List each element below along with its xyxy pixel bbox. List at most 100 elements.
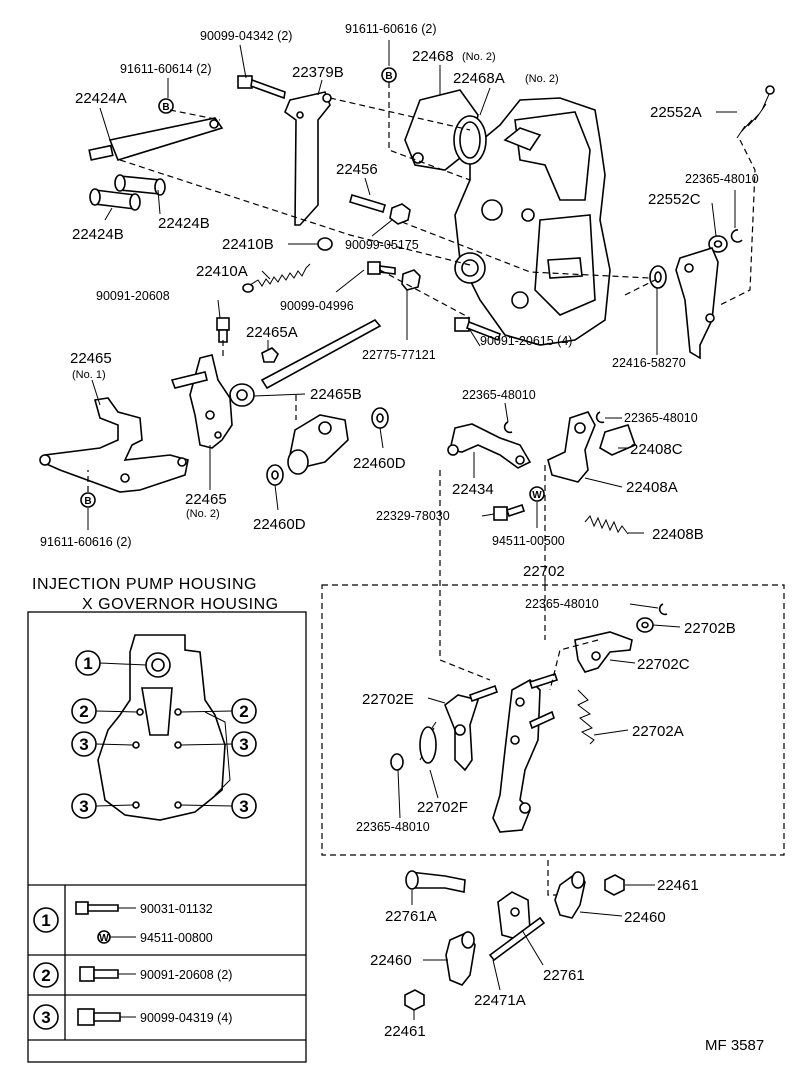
label-22465-no2: 22465 (185, 491, 227, 508)
inset-table-row-2: 2 90091-20608 (2) (33, 962, 232, 988)
nut-22461-b (404, 989, 425, 1011)
inset-table-row-1: 1 90031-01132 W 94511-00800 (33, 901, 213, 945)
svg-text:W: W (532, 490, 542, 501)
lever-22702-main (492, 672, 559, 833)
row-3-bolt-code: 90099-04319 (4) (140, 1011, 232, 1025)
label-22552C: 22552C (648, 191, 701, 208)
rollers-22424B (89, 174, 166, 211)
label-91611-60614: 91611-60614 (2) (120, 62, 212, 76)
inset-housing-bolts: INJECTION PUMP HOUSING X GOVERNOR HOUSIN… (27, 576, 307, 1063)
label-22460-a: 22460 (624, 909, 666, 926)
b-mark-1: B (158, 98, 174, 114)
callout-3-right-bottom: 3 (180, 793, 257, 819)
spring-22552A (736, 85, 775, 139)
label-22468-no: (No. 2) (462, 51, 496, 63)
spring-22410A (242, 263, 311, 293)
svg-text:2: 2 (239, 702, 248, 721)
footer-code: MF 3587 (705, 1037, 764, 1054)
lever-22465-no1 (39, 397, 189, 493)
label-22702C: 22702C (637, 656, 690, 673)
svg-text:W: W (99, 933, 109, 944)
label-90091-20615: 90091-20615 (4) (480, 334, 572, 348)
label-22365-48010-d: 22365-48010 (525, 597, 599, 611)
label-22408A: 22408A (626, 479, 678, 496)
label-22424B-b: 22424B (158, 215, 210, 232)
w-mark-2: W (97, 930, 111, 944)
inset-title-line1: INJECTION PUMP HOUSING (32, 576, 257, 593)
label-22761: 22761 (543, 967, 585, 984)
label-22552A: 22552A (650, 104, 702, 121)
label-22460-b: 22460 (370, 952, 412, 969)
assembly-22702-box (321, 584, 785, 856)
label-22410A: 22410A (196, 263, 248, 280)
washer-22702B (636, 617, 654, 633)
svg-text:3: 3 (79, 735, 88, 754)
label-22410B: 22410B (222, 236, 274, 253)
svg-text:B: B (84, 496, 91, 507)
e-ring-22365-48010-b (503, 421, 513, 434)
shaft-22465B (229, 318, 382, 407)
label-22468A: 22468A (453, 70, 505, 87)
label-90099-04996: 90099-04996 (280, 299, 354, 313)
lever-22434 (447, 423, 532, 469)
spring-22408B (584, 515, 629, 535)
label-22408C: 22408C (630, 441, 683, 458)
nut-90099-05175 (389, 203, 411, 225)
plate-22702C (574, 631, 633, 673)
label-22465-no1: 22465 (70, 350, 112, 367)
label-22702F: 22702F (417, 799, 468, 816)
e-ring-22365-48010-d (658, 603, 668, 616)
e-ring-22365-48010-e (390, 753, 404, 771)
svg-text:2: 2 (41, 966, 50, 985)
inset-title-line2: X GOVERNOR HOUSING (82, 596, 279, 613)
label-22471A: 22471A (474, 992, 526, 1009)
callout-1: 1 (75, 650, 147, 676)
svg-text:1: 1 (83, 654, 92, 673)
label-22461-b: 22461 (384, 1023, 426, 1040)
label-22702B: 22702B (684, 620, 736, 637)
label-22775-77121: 22775-77121 (362, 348, 436, 362)
label-22365-48010-a: 22365-48010 (685, 172, 759, 186)
svg-text:3: 3 (79, 797, 88, 816)
label-22468: 22468 (412, 48, 454, 65)
nut-22461-a (604, 874, 625, 896)
callout-3-left-bottom: 3 (71, 793, 134, 819)
lever-22408A (547, 411, 596, 483)
label-22460D-a: 22460D (353, 455, 406, 472)
svg-text:B: B (385, 71, 392, 82)
block-22465A (261, 347, 279, 363)
label-91611-60616-top: 91611-60616 (2) (345, 22, 437, 36)
label-22424A: 22424A (75, 90, 127, 107)
label-22456: 22456 (336, 161, 378, 178)
e-ring-22365-48010-c (595, 411, 605, 424)
flyweight-assembly (287, 414, 349, 475)
label-22460D-b: 22460D (253, 516, 306, 533)
label-22416-58270: 22416-58270 (612, 356, 686, 370)
label-22434: 22434 (452, 481, 494, 498)
bolt-22329-78030 (493, 503, 526, 521)
svg-text:3: 3 (239, 735, 248, 754)
label-22465A: 22465A (246, 324, 298, 341)
svg-text:1: 1 (41, 911, 50, 930)
bracket-22379B (284, 91, 332, 226)
washer-22460D-a (371, 407, 389, 429)
label-91611-60616-bot: 91611-60616 (2) (40, 535, 132, 549)
w-mark-1: W (529, 486, 545, 502)
label-22465-no2-sub: (No. 2) (186, 508, 220, 520)
label-22365-48010-e: 22365-48010 (356, 820, 430, 834)
lever-plate-right (675, 247, 719, 360)
label-22424B-a: 22424B (72, 226, 124, 243)
lever-22465-no2 (170, 354, 233, 449)
row-1-bolt-code: 90031-01132 (140, 902, 213, 916)
label-22365-48010-c: 22365-48010 (624, 411, 698, 425)
nut-22775-77121 (401, 269, 421, 291)
o-ring-22468A (453, 115, 487, 165)
label-22468A-no: (No. 2) (525, 73, 559, 85)
label-94511-00500: 94511-00500 (492, 534, 565, 548)
stud-22456 (349, 193, 386, 214)
label-22365-48010-b: 22365-48010 (462, 388, 536, 402)
e-ring-22365-48010-a (730, 229, 743, 243)
label-22702: 22702 (523, 563, 565, 580)
label-22408B: 22408B (652, 526, 704, 543)
lever-22460-a (554, 870, 586, 919)
